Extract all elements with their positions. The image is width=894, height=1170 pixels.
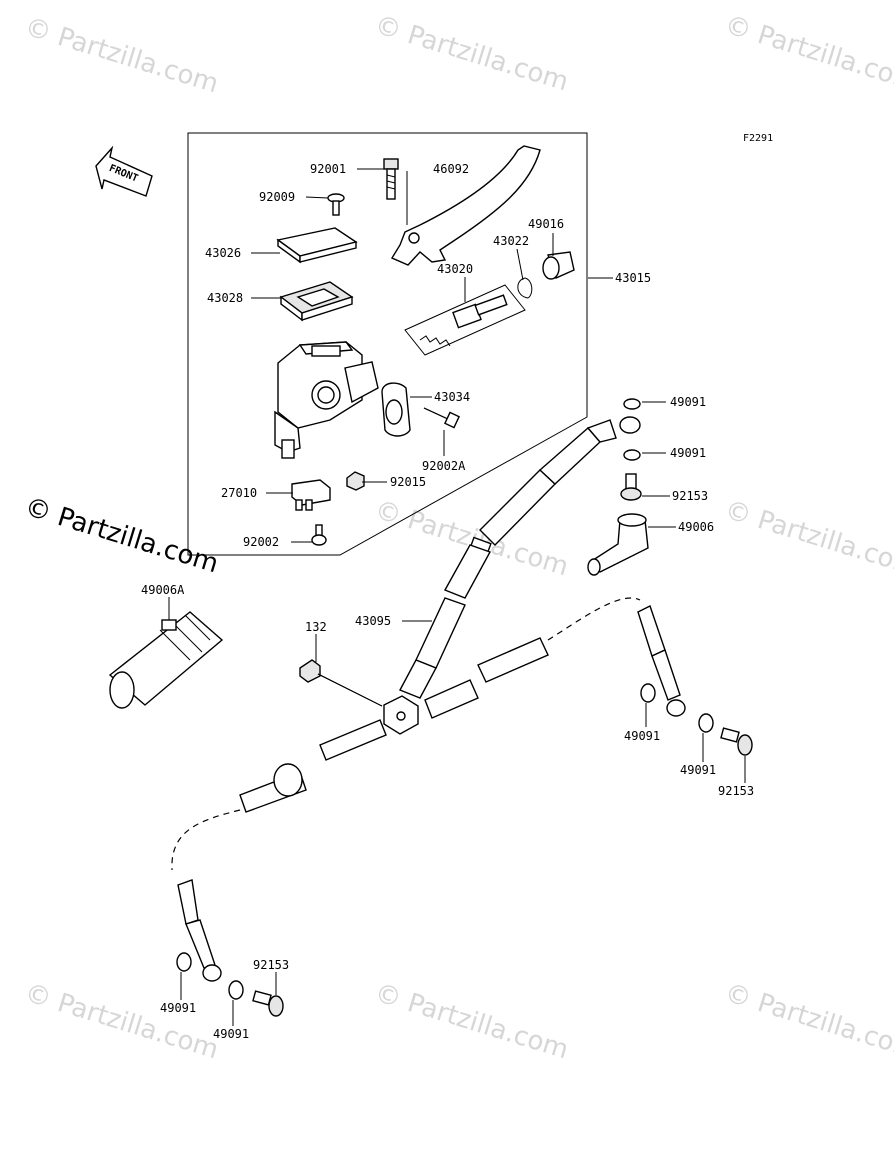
- washer-49091-icon: [228, 980, 244, 1000]
- bolt-92002A-icon: [423, 407, 460, 429]
- brake-line-right-icon: [424, 597, 686, 719]
- leader-lines: [168, 168, 746, 1026]
- cap-49006A-icon: [108, 611, 224, 709]
- assembly-box-43015: [187, 132, 588, 556]
- switch-27010-icon: [291, 479, 331, 511]
- circlip-43022-icon: [517, 277, 533, 299]
- part-label: 49006: [678, 520, 714, 534]
- lever-46092-icon: [390, 145, 541, 266]
- diaphragm-43028-icon: [279, 281, 354, 322]
- part-label: 43022: [493, 234, 529, 248]
- part-label: 92153: [253, 958, 289, 972]
- part-label: 46092: [433, 162, 469, 176]
- part-labels: 92001 46092 92009 49016 43022 43026 4302…: [141, 162, 754, 1041]
- part-label: 92153: [718, 784, 754, 798]
- part-label: 27010: [221, 486, 257, 500]
- screw-92002-icon: [311, 524, 327, 546]
- part-label: 49091: [670, 446, 706, 460]
- part-label: 43026: [205, 246, 241, 260]
- part-label: 132: [305, 620, 327, 634]
- washer-49091-icon: [176, 952, 192, 972]
- brake-hose-43095-icon: [399, 536, 492, 699]
- cap-49006-icon: [587, 513, 649, 576]
- part-label: 49091: [624, 729, 660, 743]
- part-label: 92001: [310, 162, 346, 176]
- bolt-132-icon: [299, 659, 383, 707]
- part-label: 49091: [213, 1027, 249, 1041]
- washer-49091-icon: [640, 683, 656, 703]
- cap-43026-icon: [276, 227, 358, 264]
- washer-49091-icon: [623, 398, 641, 410]
- brake-line-left-icon: [171, 719, 387, 982]
- washer-49091-icon: [698, 713, 714, 733]
- part-label: 92153: [672, 489, 708, 503]
- brake-hose-upper-icon: [479, 416, 641, 546]
- part-label: 92002: [243, 535, 279, 549]
- part-label: 49016: [528, 217, 564, 231]
- junction-block-icon: [383, 695, 419, 735]
- bolt-92153-icon: [620, 473, 642, 501]
- boot-49016-icon: [542, 251, 575, 280]
- bolt-92153-icon: [252, 990, 284, 1017]
- part-label: 43034: [434, 390, 470, 404]
- front-arrow-icon: FRONT: [95, 145, 153, 197]
- part-label: 92009: [259, 190, 295, 204]
- part-label: 43095: [355, 614, 391, 628]
- nut-92015-icon: [346, 471, 365, 491]
- piston-kit-43020-icon: [404, 284, 526, 356]
- bolt-92001-icon: [383, 158, 399, 200]
- part-label: 49006A: [141, 583, 185, 597]
- bolt-92153-icon: [720, 727, 753, 756]
- part-label: 92002A: [422, 459, 466, 473]
- clamp-43034-icon: [381, 382, 411, 437]
- part-label: 49091: [670, 395, 706, 409]
- master-cylinder-body-icon: [274, 341, 379, 459]
- part-label: 92015: [390, 475, 426, 489]
- part-label: 43028: [207, 291, 243, 305]
- part-label: 49091: [160, 1001, 196, 1015]
- part-label: 43020: [437, 262, 473, 276]
- figure-code: F2291: [743, 133, 773, 144]
- screw-92009-icon: [327, 193, 345, 216]
- part-label: 43015: [615, 271, 651, 285]
- part-label: 49091: [680, 763, 716, 777]
- washer-49091-icon: [623, 449, 641, 461]
